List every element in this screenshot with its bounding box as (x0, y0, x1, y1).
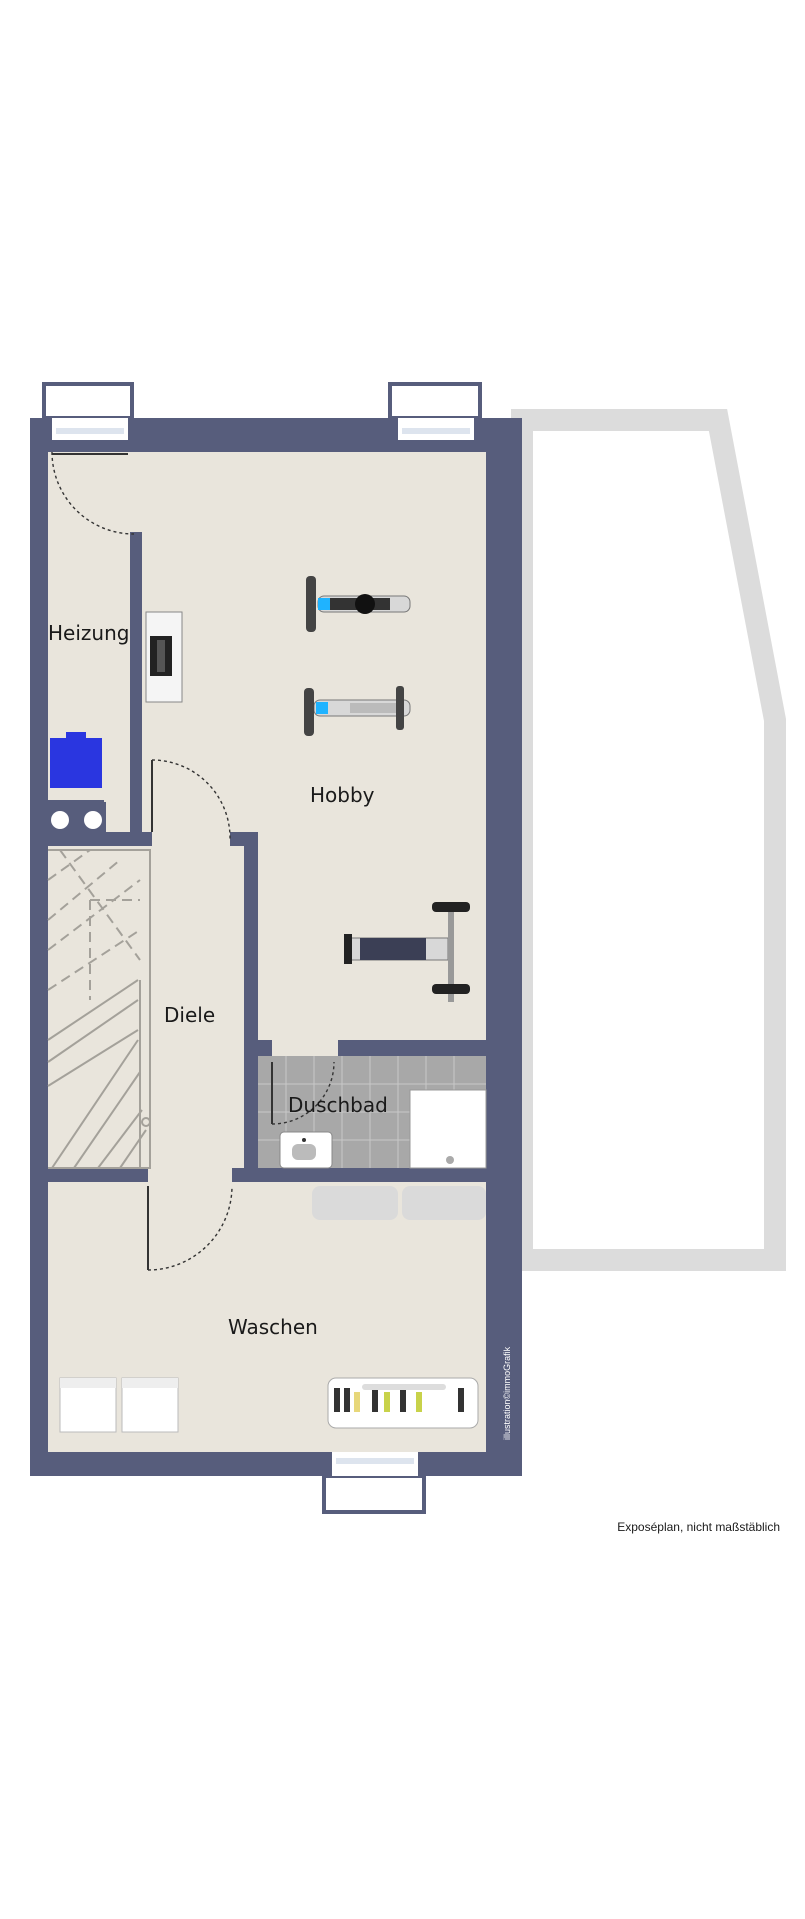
bench-icon (312, 1186, 486, 1220)
room-label-diele: Diele (164, 1003, 215, 1027)
weight-bench-icon (344, 902, 470, 1002)
door-leaf (52, 453, 273, 1270)
room-label-waschen: Waschen (228, 1315, 318, 1339)
scale-note: Exposéplan, nicht maßstäblich (617, 1520, 780, 1534)
door-swing-icon (51, 451, 335, 1271)
shoe-rack-icon (327, 1377, 479, 1429)
window-icon (388, 382, 482, 440)
room-label-heizung: Heizung (48, 621, 129, 645)
cabinet-icon (145, 611, 183, 703)
heater-icon (50, 732, 102, 788)
rowing-machine-icon (304, 686, 411, 736)
shower-tray-icon (409, 1089, 487, 1169)
terrace-outline (511, 409, 786, 1271)
window-icon (322, 1452, 426, 1514)
washing-machine-icon (59, 1377, 117, 1433)
dryer-icon (121, 1377, 179, 1433)
window-icon (42, 382, 134, 440)
exercise-bike-icon (306, 576, 411, 632)
room-label-hobby: Hobby (310, 783, 375, 807)
washbasin-icon (279, 1131, 333, 1169)
room-label-duschbad: Duschbad (288, 1093, 388, 1117)
boiler-icon (48, 802, 106, 832)
stairs-icon (47, 849, 151, 1169)
illustration-credit: illustration©immoGrafik (502, 1346, 512, 1440)
